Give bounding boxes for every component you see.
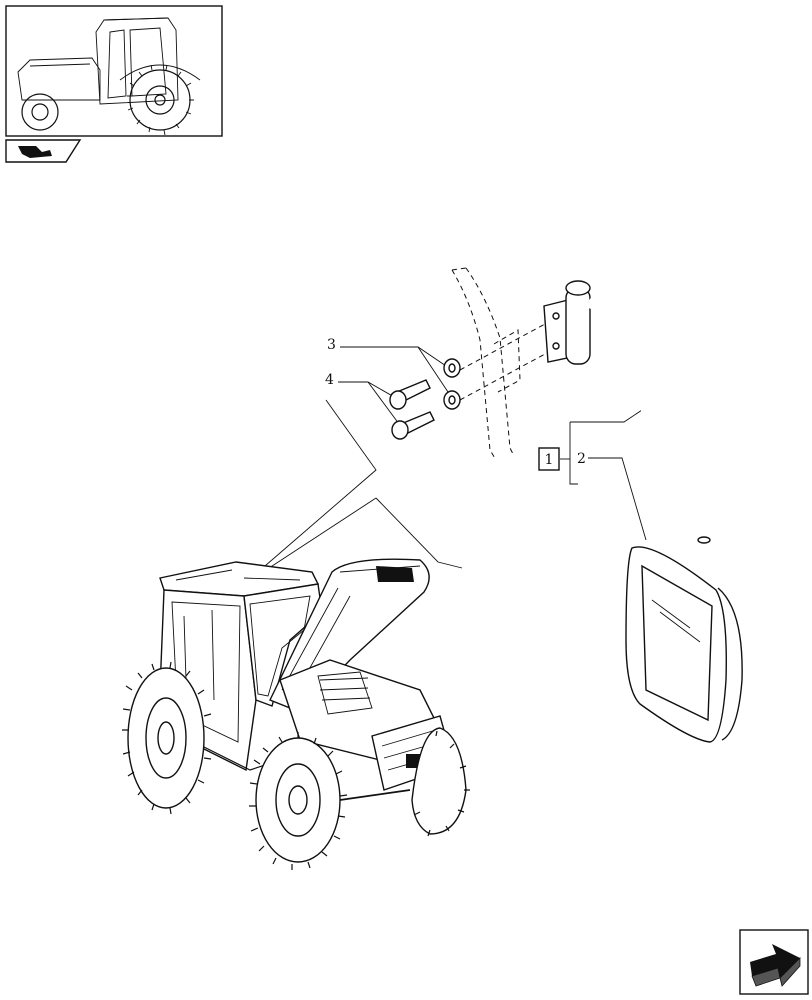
tractor-thumbnail-icon[interactable] <box>5 5 223 137</box>
next-page-arrow-icon[interactable] <box>739 929 809 995</box>
cab-pillar-outline <box>451 267 557 461</box>
mirror-arm-part-2 <box>543 280 711 544</box>
callout-3: 3 <box>327 337 336 353</box>
mirror-head-part-2 <box>625 546 743 743</box>
leader-lines <box>257 346 685 573</box>
callout-1-box <box>538 447 560 471</box>
tractor-illustration <box>122 558 470 870</box>
callout-1: 1 <box>545 452 554 468</box>
catalog-section-icon[interactable] <box>5 139 82 163</box>
callout-2: 2 <box>577 451 586 467</box>
callout-4: 4 <box>325 372 334 388</box>
washer-part-3 <box>443 358 461 410</box>
bolt-part-4 <box>389 379 435 440</box>
